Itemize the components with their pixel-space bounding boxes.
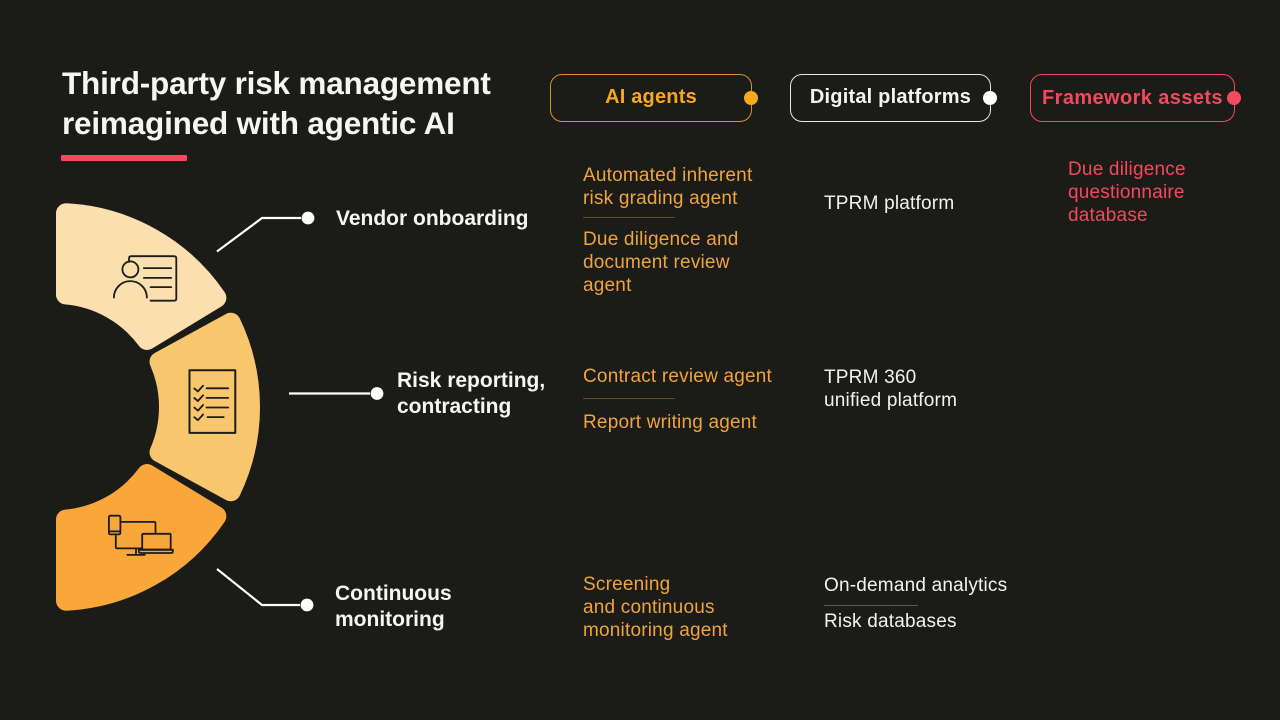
cell-risk-ai-agent-1: Contract review agent [583,365,773,387]
title-line-2: reimagined with agentic AI [62,104,455,141]
segment-continuous-monitoring [55,464,227,611]
segment-vendor-onboarding [55,203,227,350]
cell-divider [824,604,918,606]
cell-divider [583,398,675,399]
connector-dot-risk [370,387,384,400]
checklist-icon [188,369,237,434]
contact-card-icon [113,255,178,302]
legend-label-framework-assets: Framework assets [1042,86,1223,109]
title-line-1: Third-party risk management [62,65,491,101]
cell-monitoring-platform-2: Risk databases [824,610,957,632]
stage-label-risk-reporting: Risk reporting, contracting [397,368,546,418]
title-accent-bar [61,155,187,161]
devices-icon [108,514,174,556]
cell-vendor-ai-agent-1: Automated inherent risk grading agent [583,164,753,209]
cell-monitoring-ai-agent: Screening and continuous monitoring agen… [583,573,728,641]
legend-label-ai-agents: AI agents [605,86,697,108]
cell-risk-platform: TPRM 360 unified platform [824,367,958,412]
cell-vendor-platform: TPRM platform [824,192,955,214]
legend-dot-digital-platforms [983,90,997,105]
stage-label-continuous-monitoring: Continuous monitoring [335,581,452,631]
connector-dot-vendor [301,211,315,225]
stage-label-vendor-onboarding: Vendor onboarding [336,206,529,230]
cell-monitoring-platform-1: On-demand analytics [824,574,1008,596]
cell-risk-ai-agent-2: Report writing agent [583,411,758,433]
cell-vendor-framework: Due diligence questionnaire database [1068,158,1186,226]
cell-divider [583,216,675,218]
connector-vendor-onboarding [216,216,301,253]
legend-dot-framework-assets [1227,91,1241,105]
cell-vendor-ai-agent-2: Due diligence and document review agent [583,228,739,296]
legend-dot-ai-agents [744,90,758,105]
legend-pill-digital-platforms: Digital platforms [790,73,997,122]
segment-risk-reporting [149,312,260,502]
legend-label-digital-platforms: Digital platforms [809,86,972,108]
legend-pill-framework-assets: Framework assets [1030,74,1241,122]
connector-continuous-monitoring [216,568,300,607]
connector-dot-monitoring [300,598,314,612]
page-title: Third-party risk management reimagined w… [62,64,491,143]
legend-pill-ai-agents: AI agents [550,73,758,122]
